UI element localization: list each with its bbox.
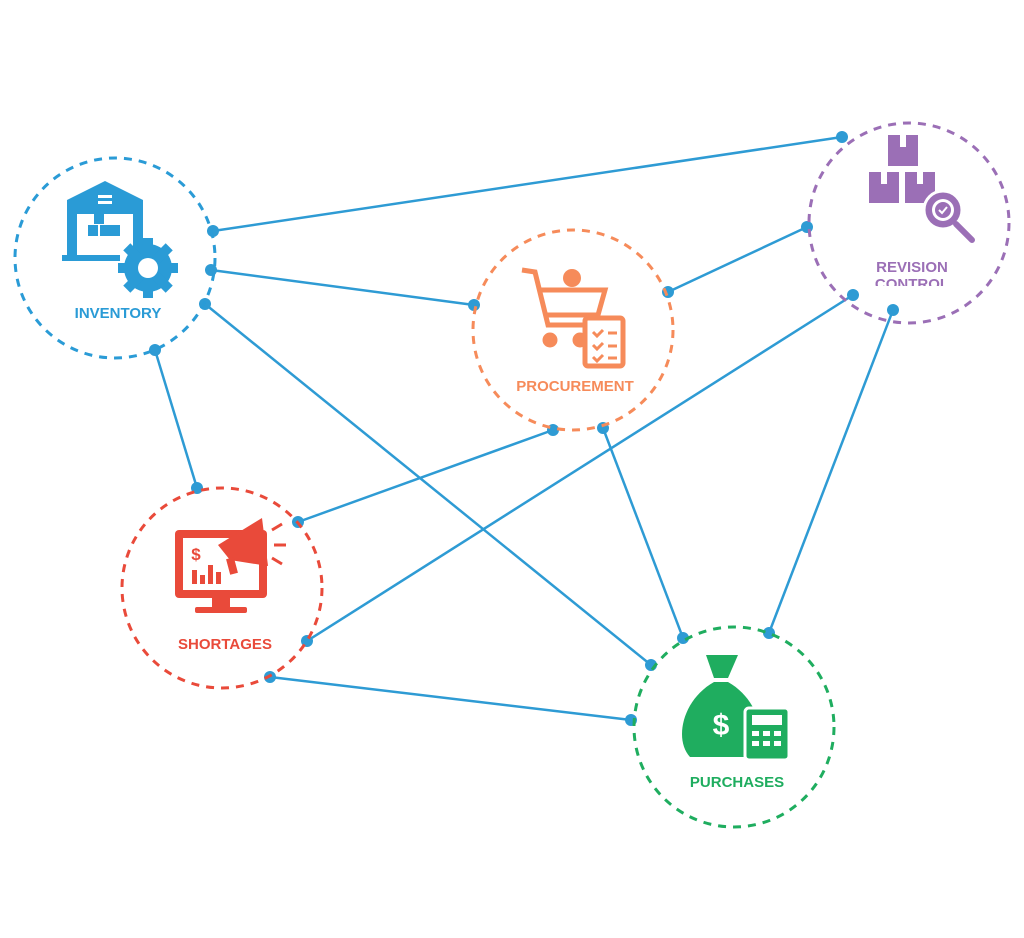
connection-shortages-purchases bbox=[269, 675, 632, 722]
connection-procurement-purchases bbox=[601, 427, 685, 639]
cart-checklist-icon bbox=[521, 267, 626, 369]
boxes-magnifier-check-icon bbox=[869, 135, 975, 243]
node-shortages: $ SHORTAGES bbox=[120, 486, 324, 690]
node-ring bbox=[13, 156, 217, 360]
monitor-megaphone-icon: $ bbox=[175, 518, 286, 613]
connector-dot-inventory bbox=[149, 344, 161, 356]
connector-dot-procurement bbox=[662, 286, 674, 298]
connector-dot-revision bbox=[887, 304, 899, 316]
money-bag-calculator-icon: $ bbox=[682, 655, 791, 762]
node-purchases: $ PURCHASES bbox=[632, 625, 836, 829]
warehouse-gear-icon bbox=[62, 181, 178, 298]
node-ring bbox=[471, 228, 675, 432]
node-ring bbox=[120, 486, 324, 690]
connections bbox=[149, 131, 899, 726]
node-ring bbox=[807, 121, 1011, 325]
connection-revision-purchases bbox=[767, 309, 895, 634]
node-procurement: PROCUREMENT bbox=[471, 228, 675, 432]
connector-dot-purchases bbox=[677, 632, 689, 644]
node-label: PURCHASES bbox=[690, 774, 784, 791]
connection-inventory-procurement bbox=[210, 268, 475, 307]
connector-dot-revision bbox=[801, 221, 813, 233]
connector-dot-revision bbox=[847, 289, 859, 301]
connector-dot-inventory bbox=[207, 225, 219, 237]
node-label: PROCUREMENT bbox=[516, 378, 634, 395]
node-label: SHORTAGES bbox=[178, 636, 272, 653]
connector-dot-revision bbox=[836, 131, 848, 143]
node-revision: REVISION CONTROL bbox=[807, 121, 1011, 325]
connection-inventory-purchases bbox=[204, 303, 652, 666]
node-label-line2: CONTROL bbox=[875, 276, 949, 293]
node-label: INVENTORY bbox=[75, 305, 162, 322]
svg-text:$: $ bbox=[713, 709, 730, 742]
connection-procurement-revision bbox=[667, 225, 808, 294]
connection-inventory-revision bbox=[212, 135, 843, 233]
connector-dot-procurement bbox=[468, 299, 480, 311]
connection-inventory-shortages bbox=[153, 349, 199, 489]
connection-procurement-shortages bbox=[297, 428, 554, 524]
node-ring bbox=[632, 625, 836, 829]
svg-text:$: $ bbox=[191, 545, 201, 564]
node-inventory: INVENTORY bbox=[13, 156, 217, 360]
node-label: REVISION bbox=[876, 259, 948, 276]
connection-revision-shortages bbox=[306, 293, 854, 643]
